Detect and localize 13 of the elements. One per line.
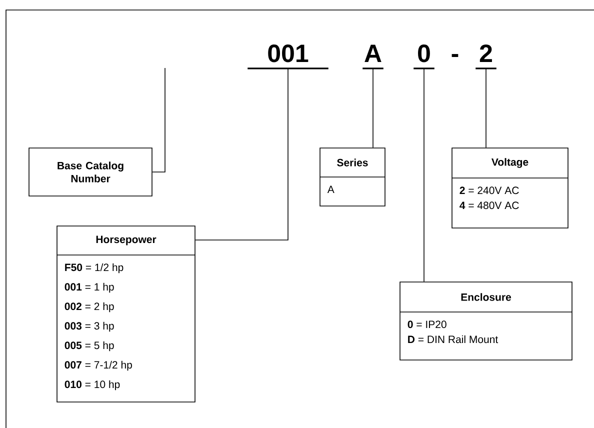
legend-box: Voltage 2 = 240V AC 4 = 480V AC — [452, 148, 568, 228]
legend-box: Enclosure 0 = IP20 D = DIN Rail Mount — [400, 282, 572, 360]
code-segment: 0 — [414, 44, 434, 70]
code-segment: A — [362, 44, 384, 70]
legend-box: Horsepower F50 = 1/2 hp 001 = 1 hp 002 = 2 hp 003 = 3 hp 005 = 5 hp 007 = 7-1/2 hp 010 = 10 hp — [56, 226, 196, 402]
code-separator: - — [452, 54, 458, 57]
leader-line — [152, 68, 166, 172]
code-segment: 001 — [248, 44, 328, 70]
legend-box: Series A — [320, 148, 386, 206]
leader-line — [195, 68, 288, 240]
legend-box: Base Catalog Number — [28, 148, 152, 196]
leader-line — [372, 68, 374, 148]
code-segment: 2 — [476, 44, 496, 70]
